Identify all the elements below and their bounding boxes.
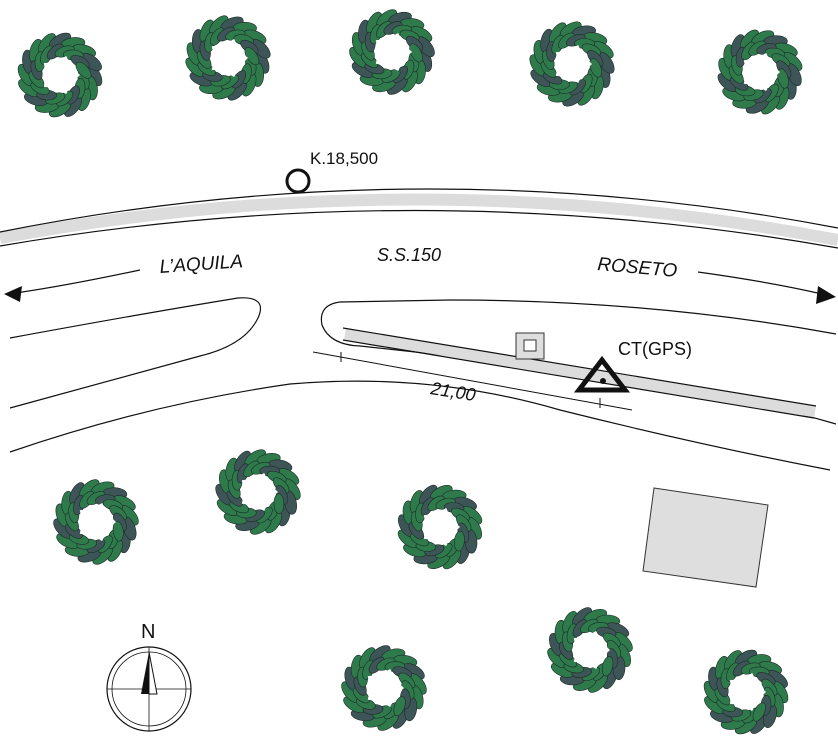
- building: [642, 487, 769, 588]
- distance-dimension: [312, 351, 633, 411]
- tree-icon: [17, 32, 103, 118]
- road-north-edge: [0, 188, 838, 233]
- km-marker-label: K.18,500: [310, 149, 378, 168]
- north-arrow-compass-icon: [106, 646, 192, 732]
- arrow-east-head-icon: [816, 286, 836, 304]
- tree-icon: [215, 449, 301, 535]
- arrow-west-head-icon: [4, 286, 22, 302]
- trees-layer: [17, 9, 803, 735]
- road-name-label: S.S.150: [377, 245, 441, 265]
- west-island-edge: [9, 297, 262, 409]
- road: [0, 188, 838, 471]
- tree-icon: [185, 15, 271, 101]
- tree-icon: [703, 649, 789, 735]
- tree-icon: [349, 9, 435, 95]
- circle-marker-icon: [285, 168, 311, 194]
- north-label: N: [141, 621, 155, 643]
- median-strip: [344, 328, 816, 418]
- road-lane-edge: [0, 209, 838, 249]
- triangle-benchmark-icon: [573, 355, 631, 393]
- arrow-west: [15, 269, 141, 294]
- tree-icon: [397, 484, 483, 570]
- tree-icon: [717, 29, 803, 115]
- arrow-east: [697, 271, 823, 295]
- median-strip-edge: [342, 327, 817, 419]
- tree-icon: [341, 645, 427, 731]
- distance-label: 21,00: [428, 378, 477, 405]
- small-structure: [515, 332, 545, 360]
- west-lower-edge: [9, 380, 831, 471]
- direction-arrows: [4, 269, 836, 304]
- tree-icon: [529, 21, 615, 107]
- control-point-label: CT(GPS): [618, 339, 692, 359]
- east-destination-label: ROSETO: [597, 254, 679, 282]
- road-shoulder-strip: [0, 193, 838, 246]
- tree-icon: [547, 607, 633, 693]
- west-destination-label: L’AQUILA: [159, 251, 244, 278]
- tree-icon: [53, 479, 139, 565]
